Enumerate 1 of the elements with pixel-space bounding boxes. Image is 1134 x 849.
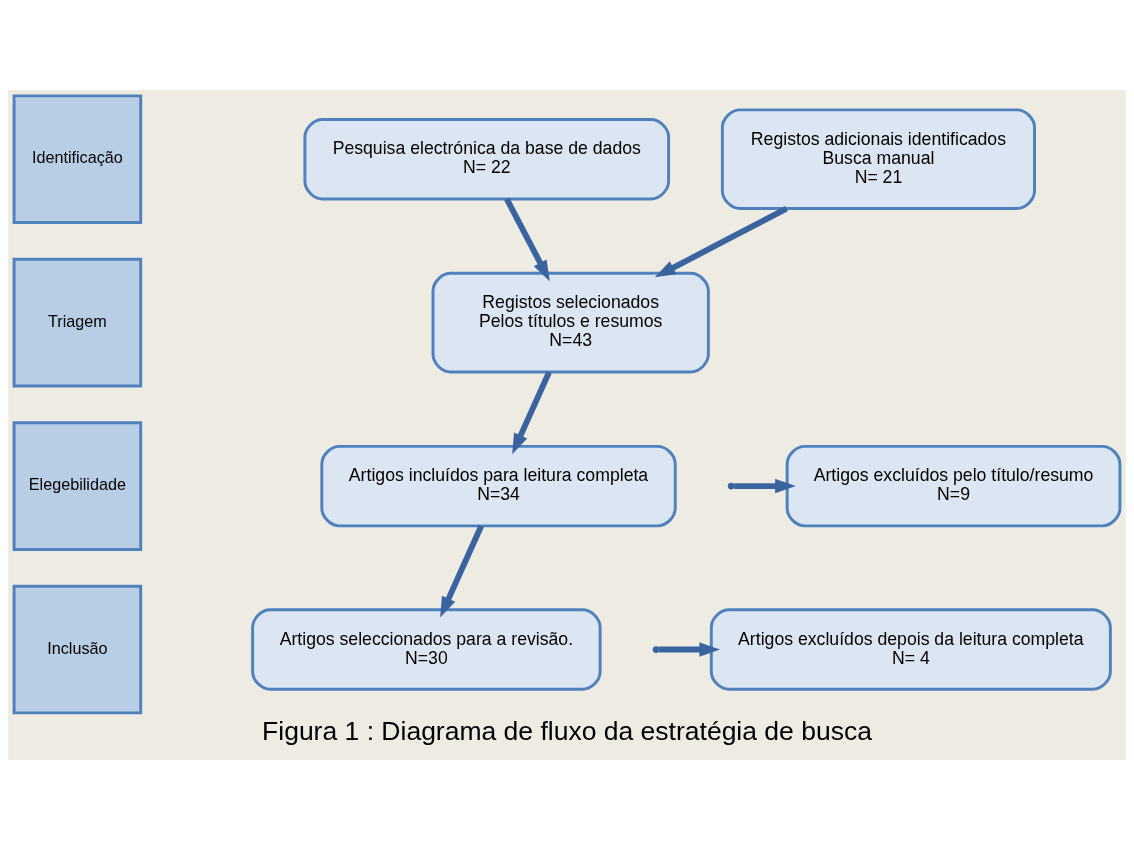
caption: Figura 1 : Diagrama de fluxo da estratégia de busca	[262, 715, 872, 746]
